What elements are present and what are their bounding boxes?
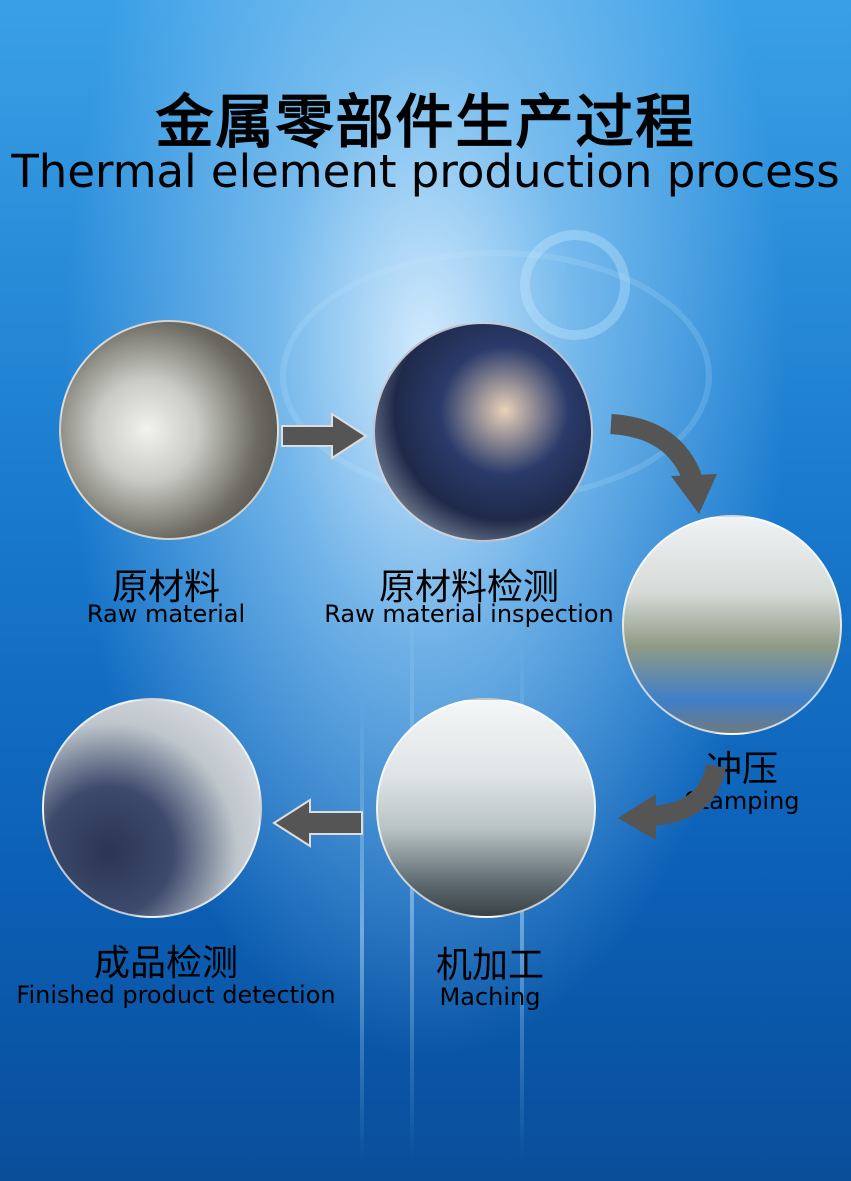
step-2-label-en: Raw material inspection [324, 600, 614, 628]
title-english: Thermal element production process [11, 145, 840, 198]
arrow-left-icon [272, 798, 363, 848]
title-chinese: 金属零部件生产过程 [155, 88, 696, 156]
curved-arrow-left-icon [618, 763, 726, 840]
step-2-label-cn: 原材料检测 [378, 567, 560, 608]
curved-arrow-down-icon [610, 414, 717, 514]
step-1-label-cn: 原材料 [111, 567, 221, 608]
step-5-label-en: Finished product detection [16, 981, 336, 1009]
cnc-machines-photo [376, 698, 596, 918]
step-4-label-cn: 机加工 [435, 945, 545, 986]
arrow-right-icon [281, 412, 368, 460]
decorative-streak [360, 700, 364, 1160]
step-5-label-cn: 成品检测 [93, 943, 239, 984]
step-1-label-en: Raw material [86, 600, 246, 628]
steel-coils-photo [59, 320, 279, 540]
measuring-machine-photo [42, 698, 262, 918]
inspection-worker-photo [373, 322, 593, 542]
step-4-label-en: Maching [439, 983, 541, 1011]
stamping-presses-photo [622, 515, 842, 735]
